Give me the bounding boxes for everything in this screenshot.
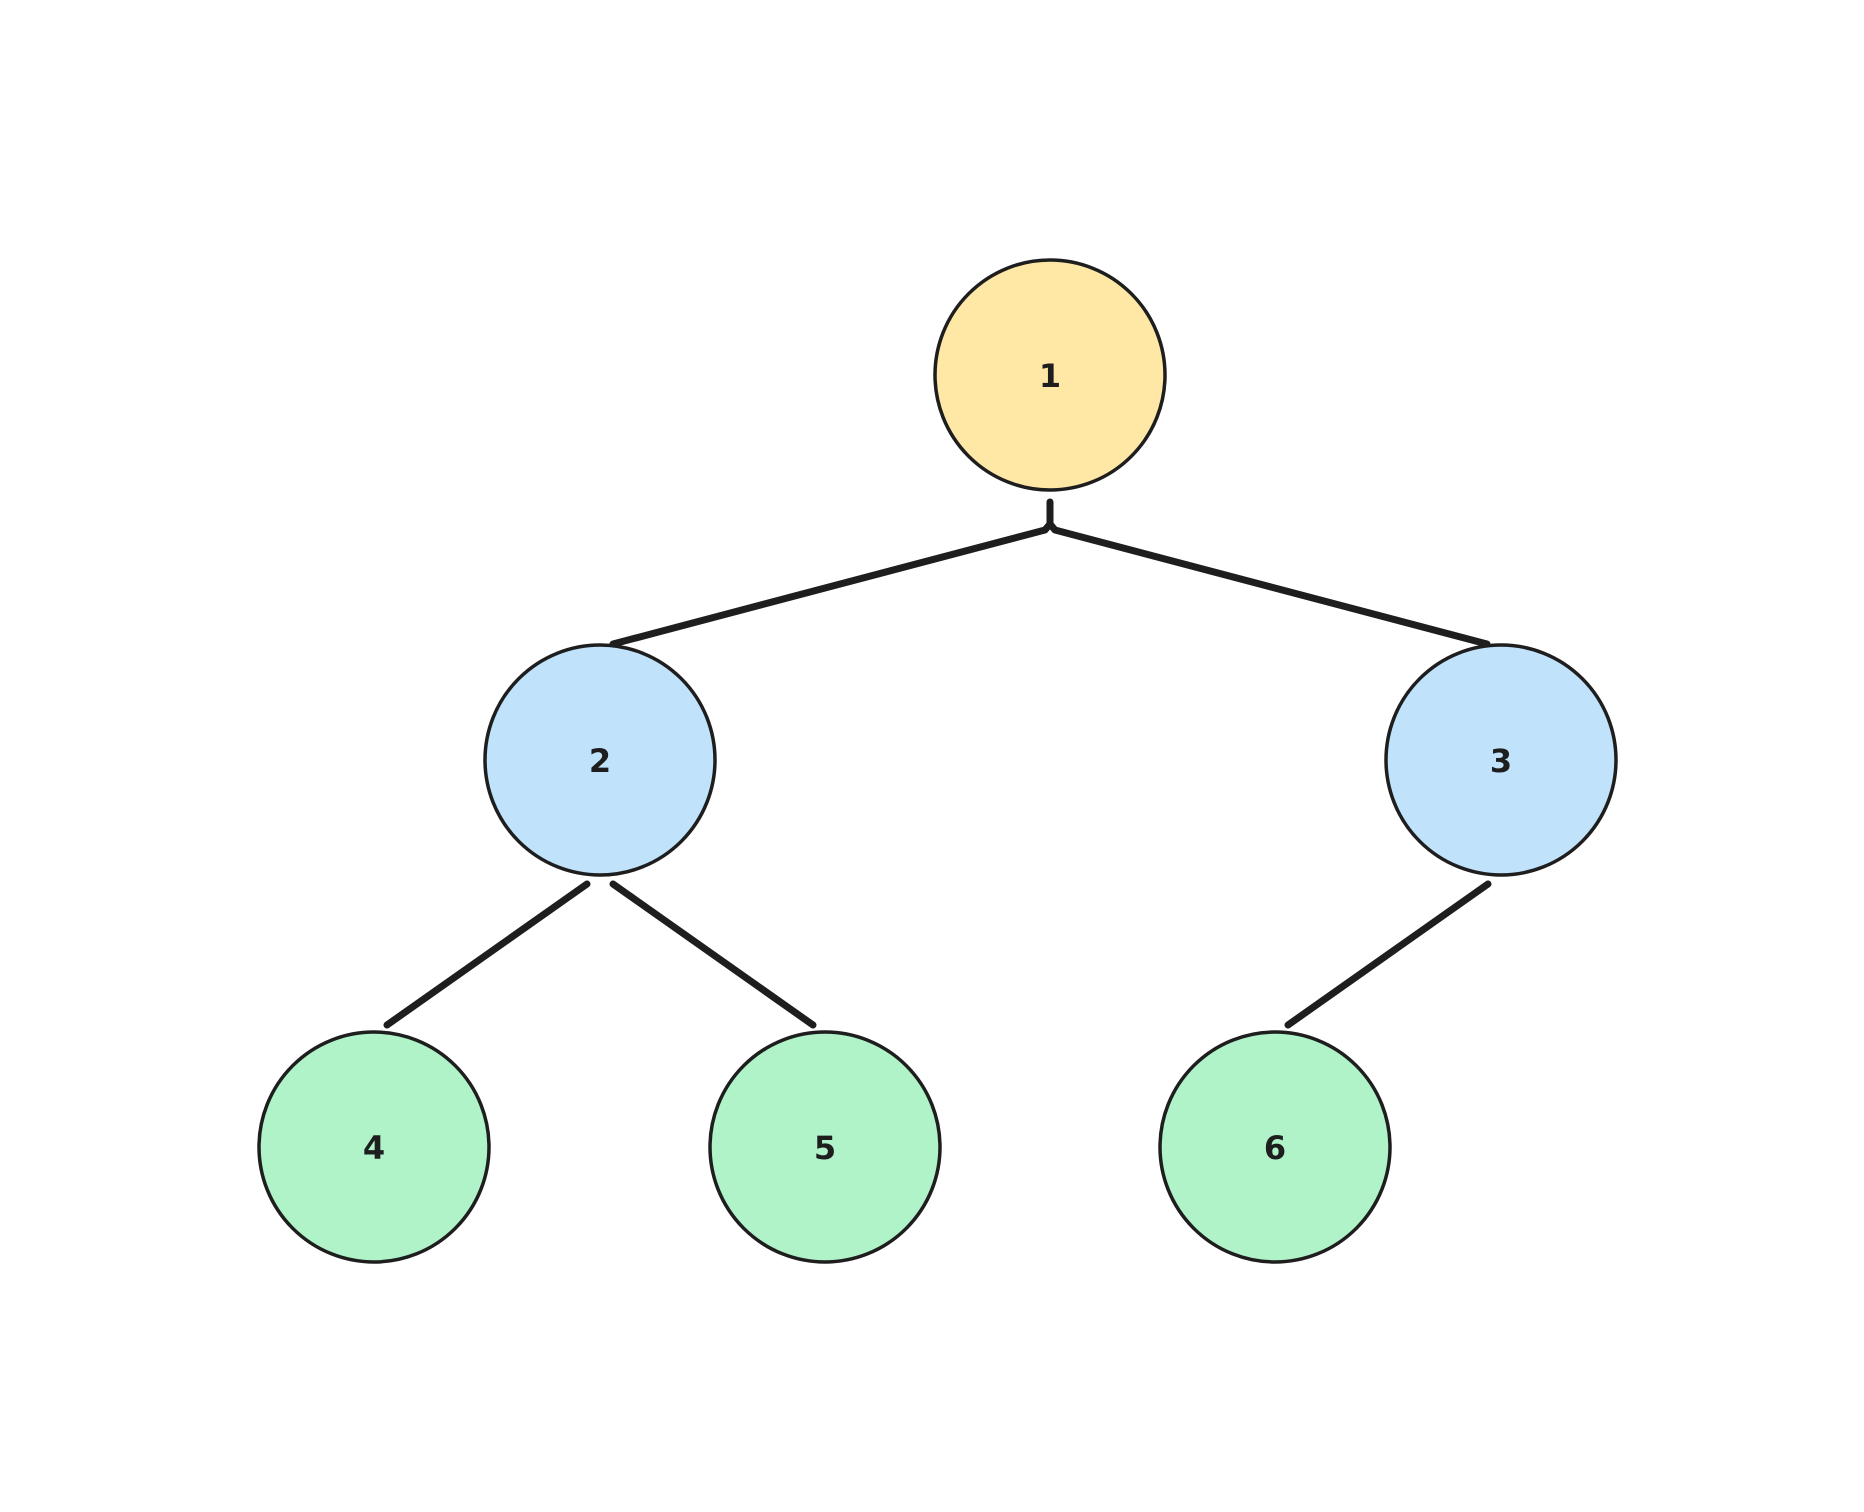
node-6-circle [1158, 1030, 1392, 1264]
edge-2-5 [609, 880, 817, 1029]
edge-2-4 [383, 880, 591, 1029]
node-1: 1 [933, 258, 1167, 492]
node-6-label: 6 [1264, 1129, 1286, 1167]
node-5: 5 [708, 1030, 942, 1264]
node-2-circle [483, 643, 717, 877]
node-1-circle [933, 258, 1167, 492]
node-3-label: 3 [1490, 742, 1512, 780]
edge-group [383, 498, 1492, 1029]
node-5-circle [708, 1030, 942, 1264]
node-1-label: 1 [1039, 357, 1061, 395]
node-2-label: 2 [589, 742, 611, 780]
edge-1-2 [609, 498, 1054, 648]
edge-1-3 [1046, 520, 1491, 648]
node-5-label: 5 [814, 1129, 836, 1167]
edge-3-6 [1284, 880, 1492, 1029]
node-2: 2 [483, 643, 717, 877]
node-4: 4 [257, 1030, 491, 1264]
node-3: 3 [1384, 643, 1618, 877]
node-4-circle [257, 1030, 491, 1264]
node-3-circle [1384, 643, 1618, 877]
node-4-label: 4 [363, 1129, 385, 1167]
node-6: 6 [1158, 1030, 1392, 1264]
